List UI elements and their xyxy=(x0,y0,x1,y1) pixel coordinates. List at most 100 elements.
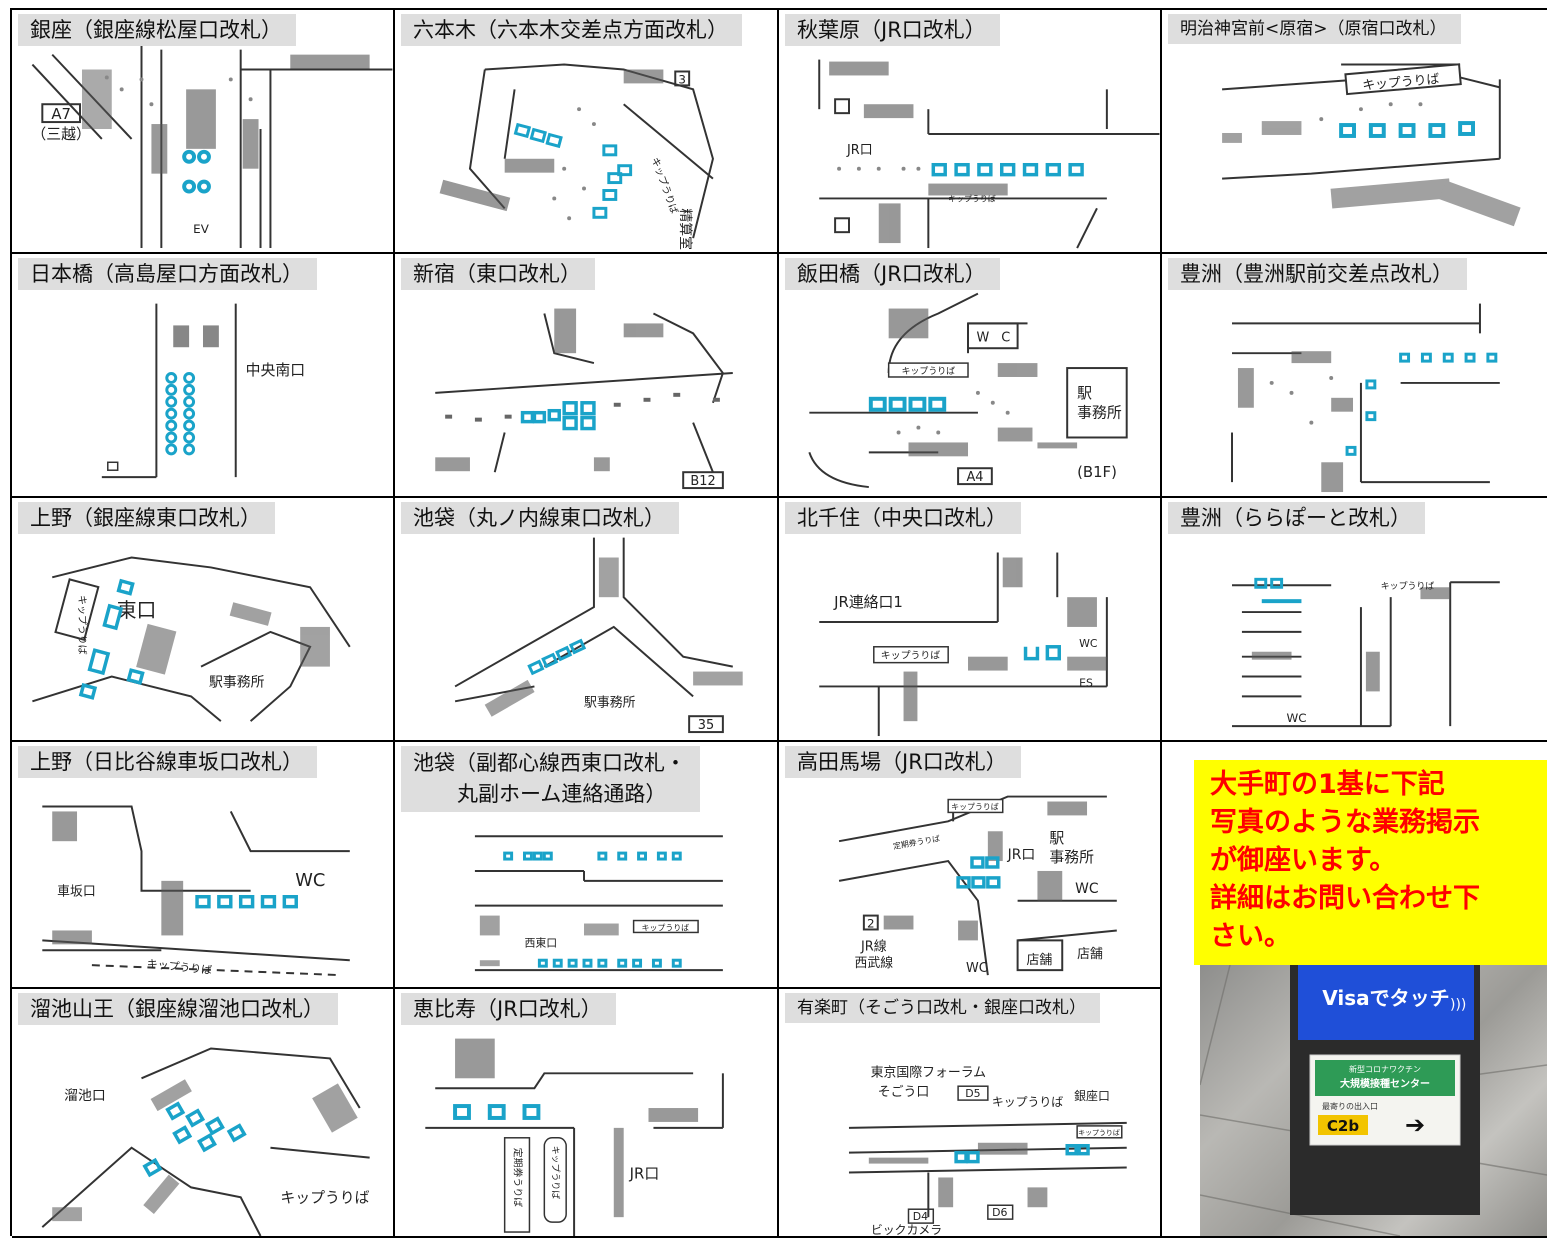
map-label: JR口 xyxy=(1007,847,1036,863)
map-label: A4 xyxy=(966,470,983,485)
station-map-toyosu-1 xyxy=(1231,303,1500,493)
station-cell-ebisu: 定期券うりば キップうりば JR口 恵比寿（JR口改札） xyxy=(395,989,779,1238)
station-map-ueno-1: キップうりば 東口 駅事務所 xyxy=(32,556,351,722)
arrow-right-icon: ➔ xyxy=(1405,1111,1425,1139)
signage-photo: Visaでタッチ ))) 新型コロナワクチン 大規模接種センター 最寄りの出入口… xyxy=(1200,965,1547,1236)
screen-text: Visaでタッチ xyxy=(1322,986,1449,1010)
station-title: 銀座（銀座線松屋口改札） xyxy=(18,14,296,46)
map-label: キップうりば xyxy=(280,1188,369,1206)
sign-line: 新型コロナワクチン xyxy=(1349,1064,1421,1074)
station-map-meijijingumae: キップうりば xyxy=(1222,63,1521,227)
map-label: B12 xyxy=(690,474,715,489)
notice-sign-header xyxy=(1315,1060,1455,1096)
station-map-grid: A7 （三越） EV 銀座（銀座線松屋口改札） 3 キップうりば 精算室 xyxy=(10,8,1547,1238)
notice-line: 写真のような業務掲示 xyxy=(1210,807,1480,838)
notice-line: さい。 xyxy=(1210,921,1291,952)
map-label: C xyxy=(1001,330,1010,345)
station-map-nihonbashi: 中央南口 xyxy=(101,303,305,479)
map-label: 3 xyxy=(678,72,686,86)
station-cell-toyosu-1: 豊洲（豊洲駅前交差点改札） xyxy=(1162,254,1547,498)
station-map-shinjuku: B12 xyxy=(435,308,733,489)
map-label: W xyxy=(977,330,990,345)
map-label: キップうりば xyxy=(146,957,213,977)
map-label: 定期券うりば xyxy=(892,833,941,851)
map-label: キップうりば xyxy=(948,194,996,203)
station-cell-roppongi: 3 キップうりば 精算室 六本木（六本木交差点方面改札） xyxy=(395,10,779,254)
station-title: 恵比寿（JR口改札） xyxy=(401,993,616,1025)
map-label: WC xyxy=(295,870,325,891)
map-label: キップうりば xyxy=(76,595,88,655)
map-label: WC xyxy=(1286,711,1306,725)
map-label: D6 xyxy=(992,1206,1007,1219)
map-label: JR口 xyxy=(846,143,873,158)
map-label: 東口 xyxy=(117,599,157,622)
map-label: 駅事務所 xyxy=(584,695,636,710)
station-title: 高田馬場（JR口改札） xyxy=(785,746,1021,778)
kiosk-screen xyxy=(1298,965,1474,1040)
map-label: キップうりば xyxy=(642,923,690,932)
station-cell-ikebukuro-1: 駅事務所 35 池袋（丸ノ内線東口改札） xyxy=(395,498,779,742)
map-label: 西東口 xyxy=(525,936,558,949)
station-map-ikebukuro-2: 西東口 キップうりば xyxy=(474,835,723,972)
map-label: EV xyxy=(193,222,210,236)
map-label: 銀座口 xyxy=(1074,1089,1110,1103)
station-title: 秋葉原（JR口改札） xyxy=(785,14,1000,46)
station-map-akihabara: JR口 キップうりば xyxy=(818,59,1160,249)
station-title: 明治神宮前<原宿>（原宿口改札） xyxy=(1168,14,1461,44)
station-title: 池袋（丸ノ内線東口改札） xyxy=(401,502,679,534)
map-label: 中央南口 xyxy=(246,361,305,379)
map-label: A7 xyxy=(51,105,71,123)
map-label: 溜池口 xyxy=(64,1088,106,1104)
map-label: そごう口 xyxy=(878,1084,930,1100)
map-label: WC xyxy=(966,961,988,976)
station-title: 上野（銀座線東口改札） xyxy=(18,502,275,534)
station-map-ueno-2: 車坂口 WC キップうりば xyxy=(42,805,350,977)
map-label: JR連絡口1 xyxy=(833,593,903,611)
map-label: JR口 xyxy=(629,1164,660,1182)
map-label: 精算室 xyxy=(677,208,694,250)
map-label: （三越） xyxy=(31,125,90,143)
station-title: 日本橋（高島屋口方面改札） xyxy=(18,258,317,290)
map-label: 35 xyxy=(698,718,714,733)
sign-line: 大規模接種センター xyxy=(1340,1077,1430,1090)
map-label: キップうりば xyxy=(549,1146,560,1200)
map-label: キップうりば xyxy=(1362,72,1440,94)
map-label: 東京国際フォーラム xyxy=(871,1064,987,1080)
station-title: 飯田橋（JR口改札） xyxy=(785,258,1000,290)
map-label: D4 xyxy=(913,1210,928,1223)
notice-line: 大手町の1基に下記 xyxy=(1210,769,1445,800)
station-title: 六本木（六本木交差点方面改札） xyxy=(401,14,742,46)
station-map-takadanobaba: キップうりば 定期券うりば JR口 駅 事務所 WC 2 JR線 西武線 WC … xyxy=(838,795,1117,976)
map-label: キップうりば xyxy=(881,650,941,662)
station-title: 有楽町（そごう口改札・銀座口改札） xyxy=(785,993,1100,1023)
station-cell-yurakucho: 東京国際フォーラム そごう口 D5 キップうりば 銀座口 キップうりば D6 D… xyxy=(779,989,1162,1238)
station-title-line1: 池袋（副都心線西東口改札・ xyxy=(413,751,686,775)
map-label: WC xyxy=(1075,881,1098,897)
map-label: JR線 xyxy=(860,938,887,954)
station-title: 溜池山王（銀座線溜池口改札） xyxy=(18,993,338,1025)
map-label: キップうりば xyxy=(1078,1128,1120,1137)
map-label: 事務所 xyxy=(1049,848,1094,866)
exit-badge xyxy=(1318,1115,1368,1135)
map-label: (B1F) xyxy=(1077,463,1117,481)
station-title: 豊洲（豊洲駅前交差点改札） xyxy=(1168,258,1467,290)
map-label: キップうりば xyxy=(902,366,956,377)
station-cell-iidabashi: W C キップうりば 駅 事務所 A4 (B1F) 飯田橋（JR口改札） xyxy=(779,254,1162,498)
map-label: キップうりば xyxy=(1381,581,1435,592)
map-label: 車坂口 xyxy=(57,885,96,900)
map-label: 駅事務所 xyxy=(209,674,265,690)
station-cell-ueno-2: 車坂口 WC キップうりば 上野（日比谷線車坂口改札） xyxy=(12,742,395,989)
map-label: 店舗 xyxy=(1077,947,1103,962)
station-map-ikebukuro-1: 駅事務所 35 xyxy=(454,537,743,733)
map-label: 定期券うりば xyxy=(512,1148,525,1208)
station-title: 池袋（副都心線西東口改札・ 丸副ホーム連絡通路） xyxy=(401,746,700,812)
station-map-roppongi: 3 キップうりば 精算室 xyxy=(439,63,714,250)
map-label: 2 xyxy=(867,916,875,930)
station-map-tameikesanno: 溜池口 キップうりば xyxy=(41,1047,370,1236)
map-label: 駅 xyxy=(1049,829,1064,847)
map-label: 店舗 xyxy=(1027,953,1053,968)
station-cell-kitasenju: JR連絡口1 キップうりば WC ES 北千住（中央口改札） xyxy=(779,498,1162,742)
map-label: キップうりば xyxy=(992,1095,1063,1109)
notice-line: 詳細はお問い合わせ下 xyxy=(1210,883,1480,914)
map-label: ES xyxy=(1079,676,1093,689)
